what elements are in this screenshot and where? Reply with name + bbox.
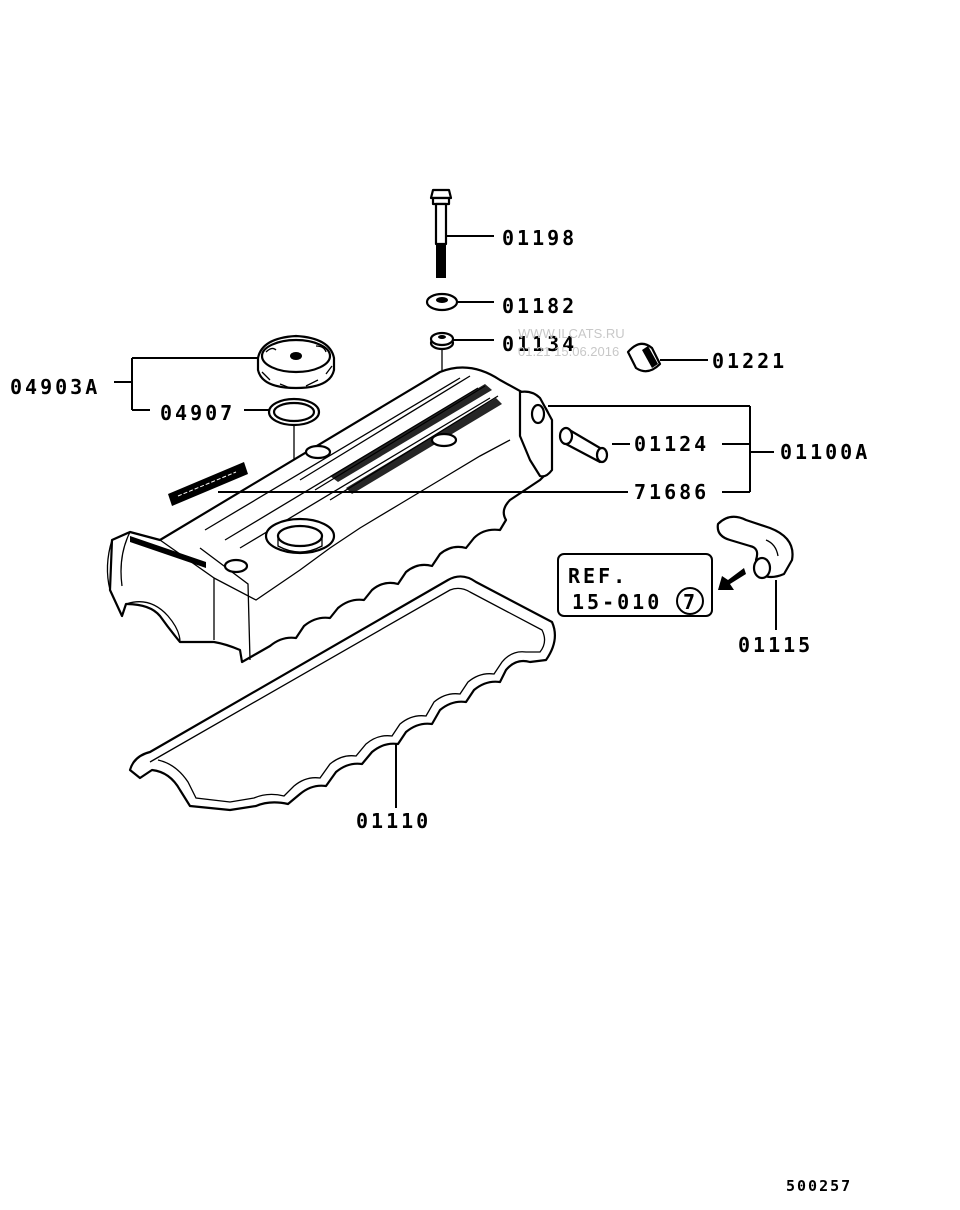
reference-line1: REF.: [568, 564, 628, 588]
label-washer: 01182: [502, 294, 577, 318]
pcv-pipe-drawing: [558, 426, 630, 464]
label-cap-gasket: 04907: [160, 401, 235, 425]
cap-gasket-drawing: [267, 397, 321, 520]
reference-line2: 15-010: [572, 590, 662, 614]
diagram-id: 500257: [786, 1177, 852, 1195]
label-bolt: 01198: [502, 226, 577, 250]
label-cover-gasket: 01110: [356, 809, 431, 833]
cover-bracket: [218, 405, 774, 493]
watermark-line1: WWW.ILCATS.RU: [518, 326, 625, 341]
washer-drawing: [425, 292, 494, 312]
hose-drawing: [716, 515, 794, 630]
label-hose: 01115: [738, 633, 813, 657]
cover-gasket-drawing: [128, 575, 557, 812]
bolt-drawing: [429, 188, 494, 278]
label-cap-assy: 04903A: [10, 375, 100, 399]
watermark-line2: 01.21 15.06.2016: [518, 344, 619, 359]
label-grommet: 01134: [502, 332, 577, 356]
label-cover-assy: 01100A: [780, 440, 870, 464]
label-pcv-pipe: 01124: [634, 432, 709, 456]
rocker-cover-drawing: [106, 366, 554, 664]
oil-cap-drawing: [256, 334, 336, 390]
reference-circle-number: 7: [683, 590, 695, 614]
label-label-plate: 71686: [634, 480, 709, 504]
plug-drawing: [626, 342, 708, 373]
label-plug: 01221: [712, 349, 787, 373]
reference-box: [557, 553, 713, 617]
cap-bracket: [114, 357, 270, 411]
